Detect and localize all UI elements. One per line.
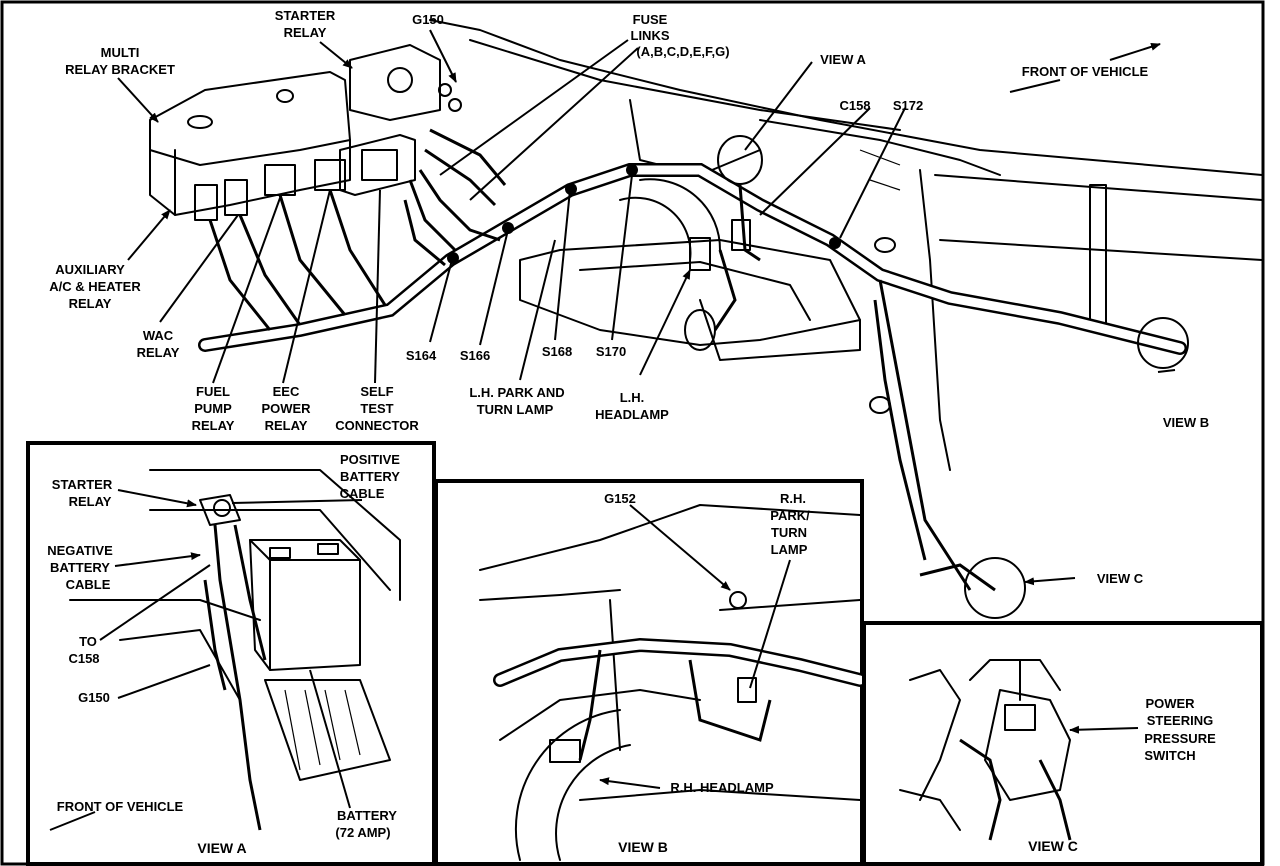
view-b-label-rh-park-4: LAMP [771,542,808,557]
view-b-label-g152: G152 [604,491,636,506]
view-a-label-to-c158-2: C158 [68,651,99,666]
label-multi-relay-2: RELAY BRACKET [65,62,175,77]
label-self-test-2: TEST [360,401,393,416]
view-b-label-rh-park-1: R.H. [780,491,806,506]
label-wac-relay-1: WAC [143,328,174,343]
view-c-label-ps-switch-4: SWITCH [1144,748,1195,763]
view-a-label-negative-cable-3: CABLE [66,577,111,592]
label-fuel-pump-2: PUMP [194,401,232,416]
view-a-label-to-c158-1: TO [79,634,97,649]
label-wac-relay-2: RELAY [137,345,180,360]
label-eec-power-2: POWER [261,401,311,416]
label-view-b: VIEW B [1163,415,1209,430]
view-a-label-battery-1: BATTERY [337,808,397,823]
label-multi-relay-1: MULTI [101,45,140,60]
view-a-label-positive-cable-1: POSITIVE [340,452,400,467]
label-front-of-vehicle: FRONT OF VEHICLE [1022,64,1149,79]
label-s166: S166 [460,348,490,363]
label-eec-power-3: RELAY [265,418,308,433]
view-a-label-positive-cable-3: CABLE [340,486,385,501]
label-fuse-links-2: LINKS [631,28,670,43]
label-s168: S168 [542,344,572,359]
label-fuel-pump-1: FUEL [196,384,230,399]
label-self-test-1: SELF [360,384,393,399]
label-starter-relay-1: STARTER [275,8,336,23]
view-c-label-ps-switch-2: STEERING [1147,713,1213,728]
view-a-label-front-of-vehicle: FRONT OF VEHICLE [57,799,184,814]
view-a-label-battery-2: (72 AMP) [335,825,390,840]
label-fuse-links-1: FUSE [633,12,668,27]
view-a-panel [26,441,436,866]
label-fuse-links-3: (A,B,C,D,E,F,G) [636,44,729,59]
label-s164: S164 [406,348,437,363]
label-g150: G150 [412,12,444,27]
label-lh-headlamp-2: HEADLAMP [595,407,669,422]
label-c158: C158 [839,98,870,113]
view-c-label-ps-switch-1: POWER [1145,696,1195,711]
view-b-label-rh-park-2: PARK/ [770,508,810,523]
view-b-panel [434,479,867,866]
label-lh-park-1: L.H. PARK AND [469,385,564,400]
label-s170: S170 [596,344,626,359]
view-a-label-starter-relay-2: RELAY [69,494,112,509]
view-a-label-g150: G150 [78,690,110,705]
label-aux-relay-1: AUXILIARY [55,262,125,277]
view-c-title: VIEW C [1028,838,1078,854]
view-a-title: VIEW A [197,840,246,856]
label-fuel-pump-3: RELAY [192,418,235,433]
view-c-panel [862,621,1264,866]
label-aux-relay-2: A/C & HEATER [49,279,141,294]
view-a-label-starter-relay-1: STARTER [52,477,113,492]
view-b-label-rh-park-3: TURN [771,525,807,540]
label-s172: S172 [893,98,923,113]
view-c-label-ps-switch-3: PRESSURE [1144,731,1216,746]
view-a-label-negative-cable-2: BATTERY [50,560,110,575]
label-starter-relay-2: RELAY [284,25,327,40]
label-lh-park-2: TURN LAMP [477,402,554,417]
label-eec-power-1: EEC [273,384,300,399]
view-a-label-negative-cable-1: NEGATIVE [47,543,113,558]
view-a-label-positive-cable-2: BATTERY [340,469,400,484]
label-lh-headlamp-1: L.H. [620,390,645,405]
label-view-c: VIEW C [1097,571,1144,586]
view-b-title: VIEW B [618,839,668,855]
label-self-test-3: CONNECTOR [335,418,419,433]
label-view-a: VIEW A [820,52,866,67]
label-aux-relay-3: RELAY [69,296,112,311]
view-b-label-rh-headlamp: R.H. HEADLAMP [670,780,774,795]
